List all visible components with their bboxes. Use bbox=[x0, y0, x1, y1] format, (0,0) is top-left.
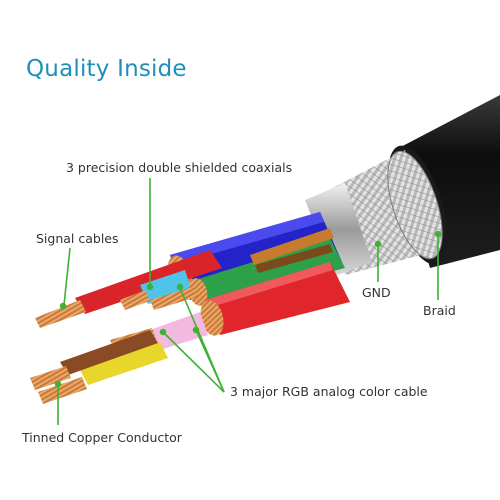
leader-signal bbox=[63, 247, 71, 306]
red-signal-wire bbox=[35, 250, 222, 328]
leader-lines bbox=[57, 178, 439, 425]
leader-rgb-3 bbox=[162, 331, 225, 393]
page-title: Quality Inside bbox=[26, 56, 187, 82]
red-coax bbox=[200, 262, 350, 336]
label-signal-cables: Signal cables bbox=[36, 231, 119, 246]
label-rgb: 3 major RGB analog color cable bbox=[230, 384, 428, 399]
yellow-brown-wires bbox=[30, 330, 168, 404]
label-coaxials: 3 precision double shielded coaxials bbox=[66, 160, 293, 175]
label-braid: Braid bbox=[423, 303, 456, 318]
small-wires bbox=[250, 228, 334, 273]
leader-rgb-2 bbox=[195, 329, 225, 393]
foil-band bbox=[305, 183, 372, 276]
label-gnd: GND bbox=[362, 285, 391, 300]
label-conductor: Tinned Copper Conductor bbox=[22, 430, 182, 445]
leader-dots bbox=[54, 230, 442, 388]
